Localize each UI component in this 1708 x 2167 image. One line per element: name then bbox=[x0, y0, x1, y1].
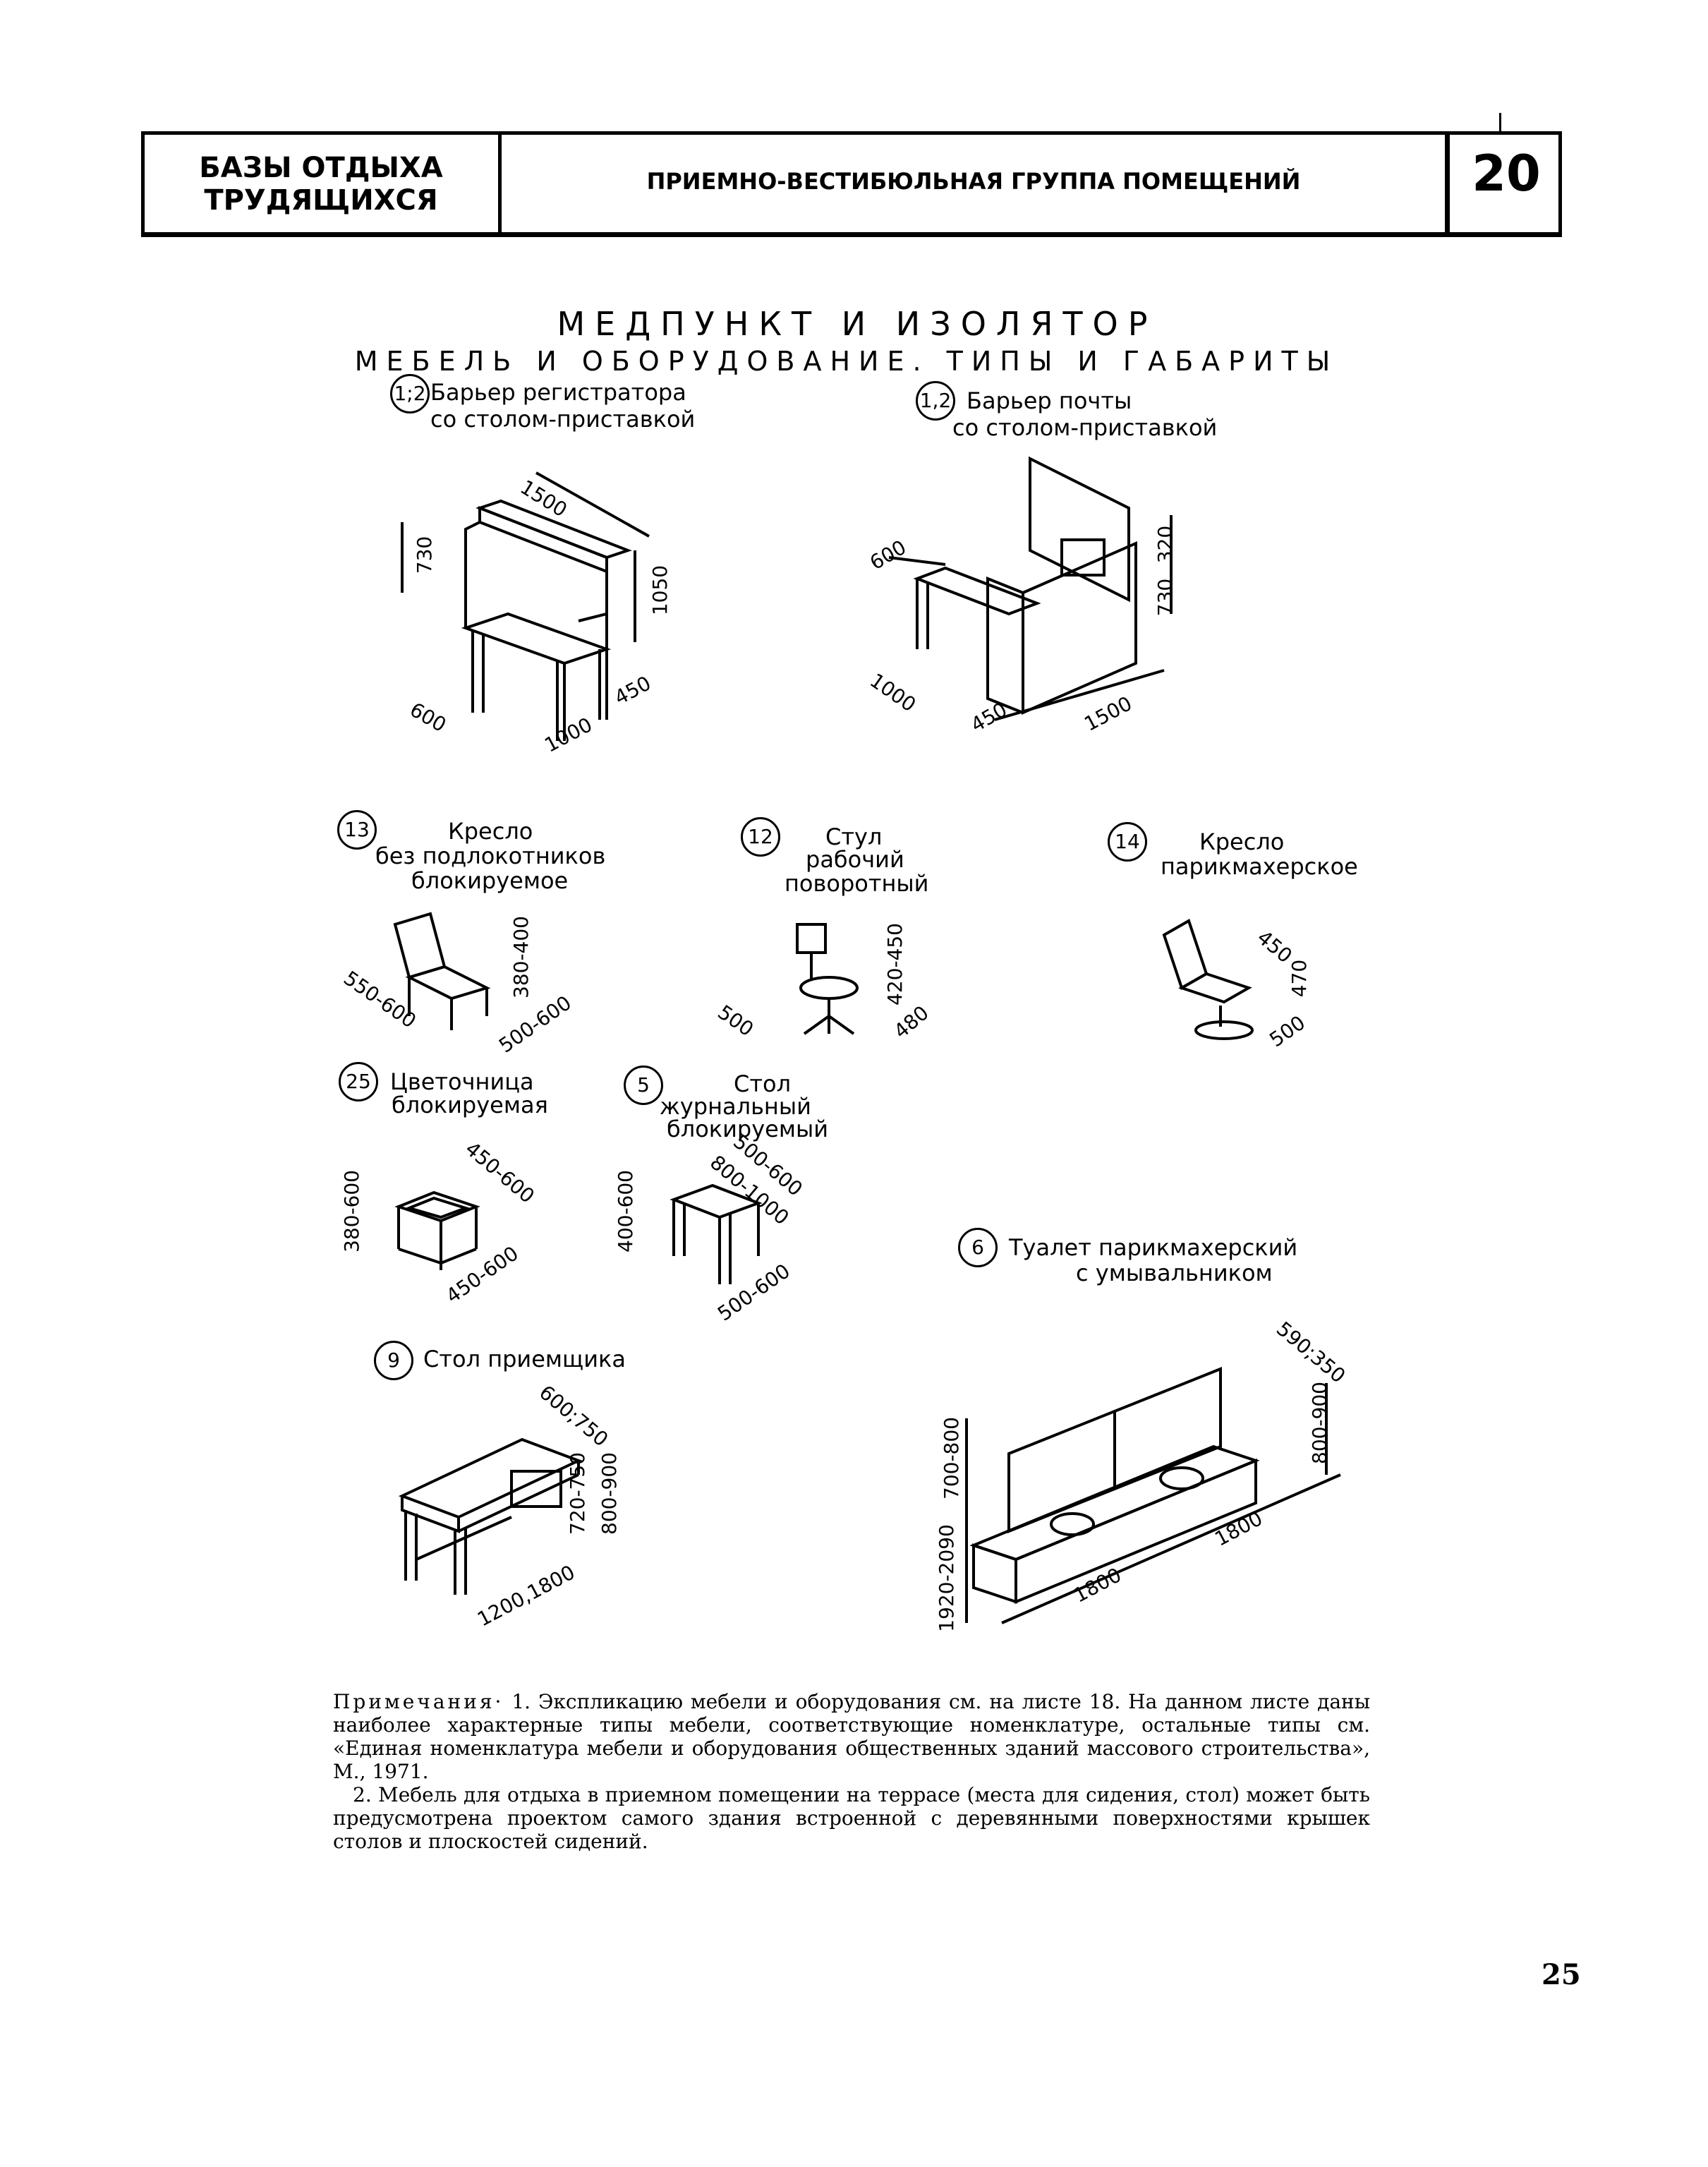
chair12-dim-h: 420-450 bbox=[883, 923, 907, 1006]
chair13-drawing bbox=[393, 912, 491, 1030]
page-number: 25 bbox=[1542, 1958, 1581, 1991]
toilet6-number: 6 bbox=[958, 1228, 998, 1267]
series-title: БАЗЫ ОТДЫХА ТРУДЯЩИХСЯ bbox=[152, 152, 490, 217]
chair13-dim-h: 380-400 bbox=[509, 916, 533, 998]
section-title: ПРИЕМНО-ВЕСТИБЮЛЬНАЯ ГРУППА ПОМЕЩЕНИЙ bbox=[646, 168, 1301, 195]
chair12-dim-a: 500 bbox=[713, 1000, 758, 1042]
chair13-marker: 13 bbox=[337, 810, 377, 850]
chair14-number: 14 bbox=[1108, 822, 1147, 862]
flower25-label-2: блокируемая bbox=[392, 1092, 548, 1118]
main-title: МЕДПУНКТ И ИЗОЛЯТОР bbox=[557, 305, 1158, 343]
chair13-label-2: без подлокотников bbox=[375, 843, 606, 869]
reg-barrier-dim-h1: 730 bbox=[413, 536, 437, 574]
toilet6-label-2: с умывальником bbox=[1076, 1260, 1273, 1286]
flower25-dim-h: 380-600 bbox=[340, 1170, 363, 1252]
flower25-drawing bbox=[394, 1190, 480, 1270]
note-1: Примечания· 1. Экспликацию мебели и обор… bbox=[333, 1690, 1370, 1783]
table9-label-1: Стол приемщика bbox=[423, 1346, 626, 1372]
chair12-label-3: поворотный bbox=[785, 870, 929, 897]
toilet6-dim-c: 700-800 bbox=[940, 1417, 963, 1499]
toilet6-marker: 6 bbox=[958, 1228, 998, 1267]
flower25-number: 25 bbox=[339, 1062, 378, 1101]
header-divider-right bbox=[1445, 131, 1450, 237]
flower25-marker: 25 bbox=[339, 1062, 378, 1101]
chair13-label-1: Кресло bbox=[448, 818, 533, 845]
table5-label-3: блокируемый bbox=[667, 1116, 829, 1142]
post-barrier-dim-h2: 730 bbox=[1153, 578, 1177, 617]
table5-drawing bbox=[670, 1183, 763, 1284]
post-barrier-label-2: со столом-приставкой bbox=[952, 414, 1218, 441]
notes-label: Примечания· bbox=[333, 1690, 504, 1713]
reg-barrier-drawing bbox=[401, 471, 650, 741]
post-barrier-dim-h1: 320 bbox=[1153, 525, 1177, 564]
chair14-drawing bbox=[1162, 919, 1254, 1040]
note-1-text: 1. Экспликацию мебели и оборудования см.… bbox=[333, 1690, 1370, 1783]
table5-marker: 5 bbox=[624, 1066, 663, 1105]
series-title-line1: БАЗЫ ОТДЫХА bbox=[199, 152, 443, 184]
toilet6-dim-b: 800-900 bbox=[1308, 1382, 1331, 1464]
reg-barrier-dim-h2: 1050 bbox=[648, 565, 672, 616]
chair14-dim-c: 500 bbox=[1265, 1010, 1310, 1052]
header-frame bbox=[141, 131, 1562, 237]
reg-barrier-label-2: со столом-приставкой bbox=[430, 406, 696, 433]
table9-marker: 9 bbox=[374, 1341, 413, 1380]
post-barrier-label-1: Барьер почты bbox=[967, 387, 1132, 414]
table5-number: 5 bbox=[624, 1066, 663, 1105]
table9-number: 9 bbox=[374, 1341, 413, 1380]
table5-dim-h: 400-600 bbox=[614, 1170, 637, 1252]
sheet-number: 20 bbox=[1472, 145, 1541, 203]
chair14-label-1: Кресло bbox=[1199, 828, 1285, 855]
table9-dim-b: 720-750 bbox=[566, 1452, 589, 1535]
toilet6-drawing bbox=[965, 1367, 1341, 1624]
notes: Примечания· 1. Экспликацию мебели и обор… bbox=[333, 1690, 1370, 1853]
chair13-label-3: блокируемое bbox=[411, 867, 569, 894]
series-title-line2: ТРУДЯЩИХСЯ bbox=[204, 184, 438, 217]
chair14-dim-b: 470 bbox=[1288, 959, 1312, 998]
chair14-marker: 14 bbox=[1108, 822, 1147, 862]
chair13-number: 13 bbox=[337, 810, 377, 850]
header-tick-mark bbox=[1499, 113, 1501, 133]
post-barrier-number: 1,2 bbox=[916, 381, 955, 421]
table5-label-2: журнальный bbox=[660, 1093, 811, 1120]
chair12-drawing bbox=[796, 923, 859, 1035]
reg-barrier-marker: 1;2 bbox=[390, 374, 430, 414]
chair12-number: 12 bbox=[741, 817, 780, 857]
table5-label-1: Стол bbox=[734, 1070, 792, 1097]
reg-barrier-number: 1;2 bbox=[390, 374, 430, 414]
table9-dim-c: 800-900 bbox=[598, 1452, 621, 1535]
sub-title: МЕБЕЛЬ И ОБОРУДОВАНИЕ. ТИПЫ И ГАБАРИТЫ bbox=[354, 346, 1339, 377]
flower25-label-1: Цветочница bbox=[390, 1068, 534, 1095]
toilet6-dim-d: 1920-2090 bbox=[934, 1524, 958, 1632]
table9-drawing bbox=[398, 1437, 583, 1595]
toilet6-label-1: Туалет парикмахерский bbox=[1009, 1234, 1298, 1261]
chair12-label-2: рабочий bbox=[806, 846, 904, 873]
post-barrier-drawing bbox=[888, 456, 1173, 721]
chair14-label-2: парикмахерское bbox=[1161, 853, 1358, 880]
chair12-marker: 12 bbox=[741, 817, 780, 857]
reg-barrier-label-1: Барьер регистратора bbox=[430, 379, 686, 406]
note-2: 2. Мебель для отдыха в приемном помещени… bbox=[333, 1783, 1370, 1853]
chair12-label-1: Стул bbox=[825, 823, 883, 850]
header-divider-left bbox=[498, 131, 502, 237]
post-barrier-marker: 1,2 bbox=[916, 381, 955, 421]
